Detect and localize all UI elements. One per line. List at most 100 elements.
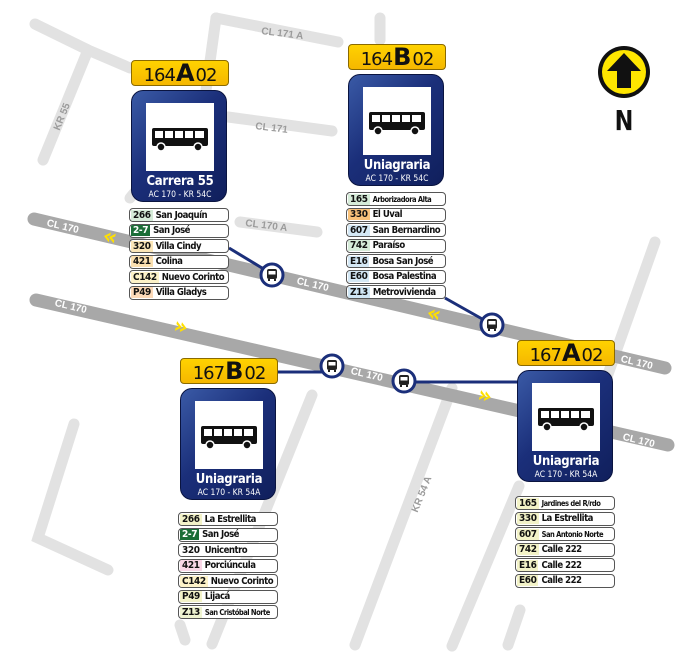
route-destination: Nuevo Corinto bbox=[210, 575, 274, 587]
stop-name: Uniagraria bbox=[195, 472, 263, 487]
stop-code-suffix: 02 bbox=[244, 363, 266, 384]
route-destination: Bosa San José bbox=[372, 255, 434, 267]
north-arrow-icon bbox=[598, 46, 650, 98]
stop-connectors bbox=[228, 246, 518, 384]
bus-icon bbox=[363, 87, 431, 155]
stop-code-letter: A bbox=[561, 339, 581, 367]
bus-stop-marker-icon[interactable] bbox=[479, 312, 505, 338]
route-number: 320 bbox=[131, 240, 153, 252]
route-number: P49 bbox=[131, 287, 153, 298]
stop-code-suffix: 02 bbox=[581, 345, 604, 366]
route-destination: Calle 222 bbox=[541, 575, 582, 586]
route-destination: Porciúncula bbox=[204, 560, 256, 571]
stop-sign: Uniagraria AC 170 - KR 54A bbox=[517, 370, 613, 482]
bus-stop-marker-icon[interactable] bbox=[391, 368, 417, 394]
route-number: 2-7 bbox=[131, 225, 151, 236]
route-number: 266 bbox=[180, 513, 202, 525]
stop-sign: Carrera 55 AC 170 - KR 54C bbox=[131, 90, 227, 202]
north-compass: N bbox=[594, 44, 654, 137]
stop-code-plate: 164 A 02 bbox=[131, 60, 229, 86]
bus-stop-marker-icon[interactable] bbox=[259, 262, 285, 288]
stop-code-plate: 167 A 02 bbox=[517, 340, 615, 366]
route-number: E16 bbox=[348, 255, 370, 267]
bus-icon bbox=[195, 401, 263, 469]
stop-sign: Uniagraria AC 170 - KR 54C bbox=[348, 74, 444, 186]
route-number: 165 bbox=[348, 193, 370, 205]
route-destination: Paraíso bbox=[372, 240, 406, 251]
route-number: 320 bbox=[180, 544, 202, 556]
stop-sign: Uniagraria AC 170 - KR 54A bbox=[180, 388, 276, 500]
route-number: Z13 bbox=[348, 286, 370, 298]
stop-location: AC 170 - KR 54A bbox=[197, 488, 261, 498]
route-number: E16 bbox=[517, 559, 539, 571]
route-number: 165 bbox=[517, 497, 539, 509]
route-destination: San José bbox=[153, 225, 190, 236]
stop-location: AC 170 - KR 54A bbox=[534, 470, 598, 480]
bus-stop-markers bbox=[259, 262, 505, 394]
stop-code-number: 164 bbox=[360, 49, 393, 70]
stop-code-number: 164 bbox=[143, 65, 176, 86]
stop-code-plate: 164 B 02 bbox=[348, 44, 446, 70]
route-destination: Calle 222 bbox=[541, 559, 582, 571]
north-label: N bbox=[614, 104, 634, 137]
route-destination: San Antonio Norte bbox=[541, 529, 604, 539]
route-number: C142 bbox=[180, 575, 208, 587]
stop-name: Uniagraria bbox=[363, 158, 431, 173]
route-destination: Colina bbox=[155, 256, 183, 267]
route-number: 607 bbox=[517, 528, 539, 540]
stop-location: AC 170 - KR 54C bbox=[148, 190, 212, 200]
route-number: E60 bbox=[517, 575, 539, 586]
route-number: P49 bbox=[180, 591, 202, 602]
route-destination: San José bbox=[202, 529, 239, 540]
stop-code-suffix: 02 bbox=[195, 65, 218, 86]
bus-stop-marker-icon[interactable] bbox=[319, 353, 345, 379]
bus-icon bbox=[146, 103, 214, 171]
direction-arrow-east-icon bbox=[478, 390, 491, 401]
route-number: 607 bbox=[348, 224, 370, 236]
route-number: 330 bbox=[348, 209, 370, 220]
route-number: E60 bbox=[348, 271, 370, 282]
route-number: 742 bbox=[348, 240, 370, 251]
route-destination: San Joaquín bbox=[155, 209, 208, 221]
stop-code-letter: B bbox=[225, 357, 244, 385]
stop-code-letter: B bbox=[393, 43, 412, 71]
direction-arrow-east-icon bbox=[174, 321, 187, 332]
route-destination: San Cristóbal Norte bbox=[204, 607, 271, 617]
route-destination: La Estrellita bbox=[541, 513, 594, 524]
route-destination: El Uval bbox=[372, 209, 403, 220]
route-number: 266 bbox=[131, 209, 153, 221]
route-number: 421 bbox=[180, 560, 202, 571]
route-destination: Jardines del R/rdo bbox=[541, 498, 601, 508]
direction-arrow-west-icon bbox=[104, 232, 116, 244]
